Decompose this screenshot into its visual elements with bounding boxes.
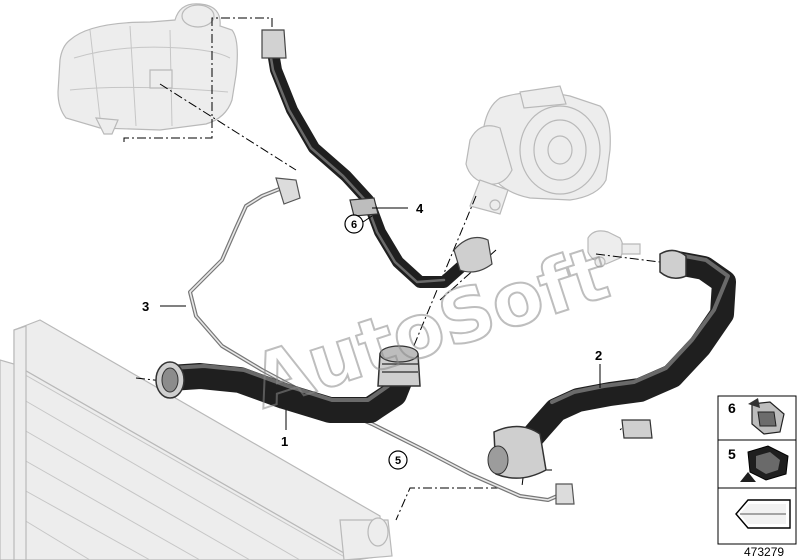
arrow-icon: [735, 499, 791, 529]
right-hose: [487, 249, 736, 479]
reference-number: 473279: [744, 545, 784, 559]
radiator: [0, 319, 393, 560]
callout-2: 2: [595, 348, 602, 363]
lower-hose: [155, 345, 421, 423]
legend-label-6: 6: [728, 400, 736, 416]
circled-callout-5: 5: [395, 455, 401, 467]
thin-vent-pipe: [188, 177, 575, 505]
upper-hose: [261, 29, 493, 288]
legend-panel: 6 5: [717, 395, 797, 545]
thermostat-housing: [465, 85, 611, 215]
clip-icon: [740, 445, 789, 482]
callout-1: 1: [281, 434, 288, 449]
callouts: 4 3 1 2 6 5: [142, 201, 602, 470]
hose-clamp-icon: [748, 398, 785, 435]
sensor-connector: [587, 230, 641, 268]
circled-callout-6: 6: [351, 219, 357, 231]
callout-4: 4: [416, 201, 424, 216]
legend-label-5: 5: [728, 446, 736, 462]
callout-3: 3: [142, 299, 149, 314]
expansion-tank: [57, 3, 238, 135]
